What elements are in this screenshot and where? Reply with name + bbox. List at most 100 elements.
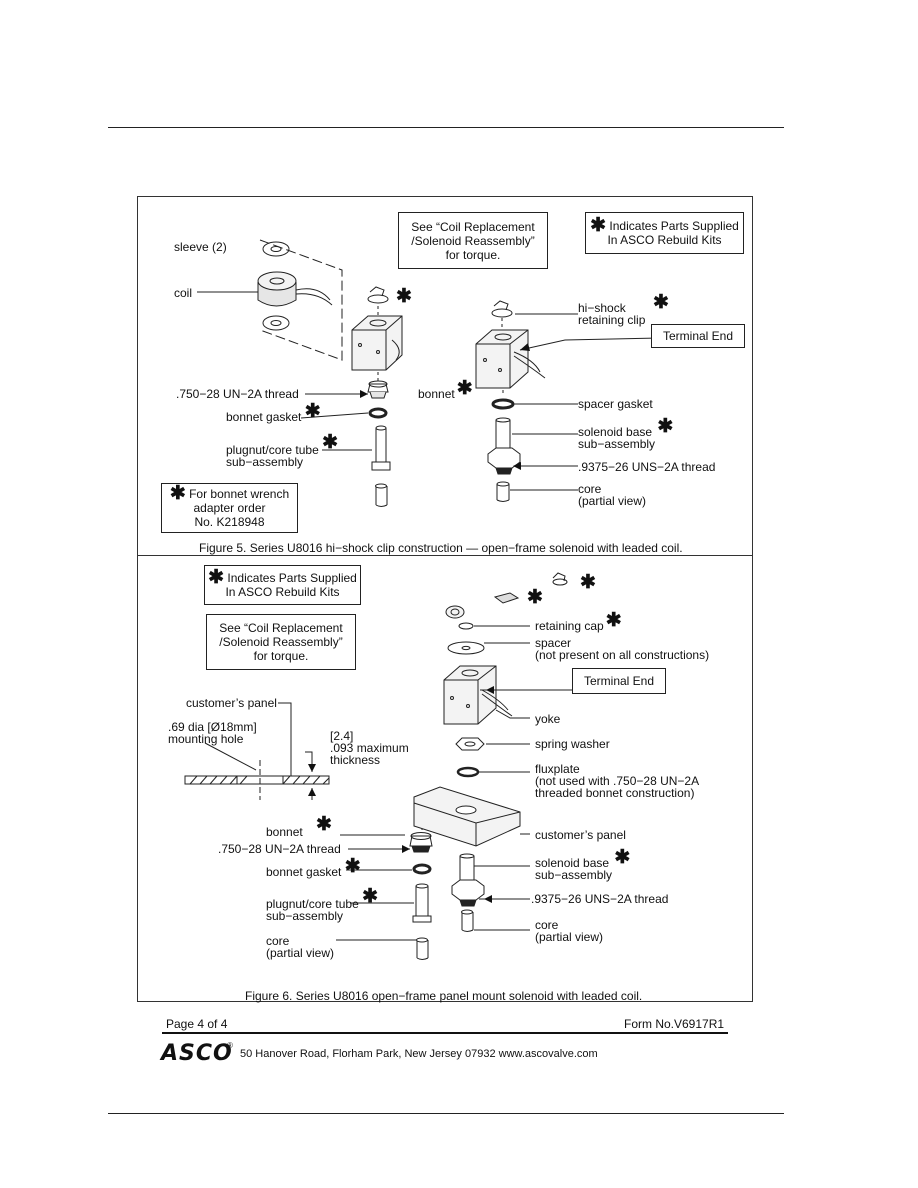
asco-logo: ASCO (161, 1041, 233, 1066)
top-rule (108, 127, 784, 128)
footer-address: 50 Hanover Road, Florham Park, New Jerse… (240, 1048, 598, 1060)
core-right-label-line2: (partial view) (535, 930, 604, 944)
plugnut-fig6-label-line2: sub−assembly (266, 909, 344, 923)
asterisk-icon: ✱ (208, 567, 225, 588)
thickness-label-line2: .093 maximum (330, 741, 409, 755)
wrench-note-fig5: ✱ For bonnet wrench adapter order No. K2… (161, 483, 298, 533)
core-label: core (partial view) (578, 483, 646, 507)
hishock-label: hi−shock ✱ retaining clip (578, 293, 669, 327)
dia-label: .69 dia [Ø18mm] mounting hole (168, 721, 257, 745)
bonnet-drawing-left (367, 380, 389, 399)
sleeve-drawing (262, 241, 290, 331)
asterisk-icon: ✱ (580, 572, 596, 593)
solenoid-base-label-line1: solenoid base (578, 425, 653, 439)
sleeve-label: sleeve (2) (174, 240, 227, 254)
thickness-label-line3: thickness (330, 753, 381, 767)
plugnut-fig6-label: plugnut/core tube ✱ sub−assembly (266, 887, 378, 923)
hishock-label-line1: hi−shock (578, 301, 626, 315)
spring-washer-fig6 (455, 737, 485, 751)
core-left-label-line2: (partial view) (266, 946, 335, 960)
kits-note-fig5: ✱ Indicates Parts Supplied In ASCO Rebui… (585, 212, 744, 254)
spring-washer-label: spring washer (535, 737, 610, 751)
spacer-label-line2: (not present on all constructions) (535, 648, 710, 662)
hishock-clip-right (491, 300, 513, 318)
asterisk-icon: ✱ (653, 292, 669, 313)
core-drawing-fig6-left (416, 937, 429, 960)
thread-750-fig6-label: .750−28 UN−2A thread (218, 842, 341, 856)
solenoid-base-label-line2: sub−assembly (578, 437, 656, 451)
torque-note-line3: for torque. (253, 649, 309, 663)
thread-9375-label: .9375−26 UNS−2A thread (578, 460, 716, 474)
asterisk-icon: ✱ (527, 587, 543, 608)
bonnet-drawing-fig6 (409, 832, 433, 853)
core-label-line2: (partial view) (578, 494, 647, 508)
retaining-cap-fig6 (445, 605, 465, 619)
figure-divider (137, 555, 753, 556)
bonnet-label: bonnet✱ (418, 379, 473, 400)
asterisk-icon: ✱ (396, 286, 412, 307)
hishock-label-line2: retaining clip (578, 313, 646, 327)
core-drawing-fig6-right (461, 909, 474, 932)
kits-note-line1: Indicates Parts Supplied (227, 571, 357, 585)
bonnet-fig6-label: bonnet ✱ (266, 815, 332, 839)
torque-note-line2: /Solenoid Reassembly” (411, 233, 535, 248)
yoke-drawing-right (475, 329, 546, 389)
footer-rule (162, 1032, 728, 1034)
core-left-label-line1: core (266, 934, 290, 948)
solenoid-base-label: solenoid base ✱ sub−assembly (578, 417, 673, 451)
bonnet-fig6-label-text: bonnet (266, 825, 303, 839)
asterisk-icon: ✱ (344, 856, 361, 877)
thickness-label-line1: [2.4] (330, 729, 354, 743)
torque-note-fig5: See “Coil Replacement /Solenoid Reassemb… (398, 212, 548, 269)
wrench-note-line1: For bonnet wrench (189, 487, 290, 501)
bonnet-gasket-label-text: bonnet gasket (226, 410, 302, 424)
plugnut-label-line2: sub−assembly (226, 455, 304, 469)
kits-note-line2: In ASCO Rebuild Kits (607, 233, 722, 247)
yoke-label: yoke (535, 712, 561, 726)
asterisk-icon: ✱ (169, 483, 186, 504)
asterisk-icon: ✱ (316, 814, 332, 835)
dia-label-line2: mounting hole (168, 732, 244, 746)
wrench-note-line3: No. K218948 (194, 515, 265, 529)
yoke-drawing-fig6 (443, 665, 513, 725)
asterisk-icon: ✱ (304, 401, 321, 422)
torque-note-line1: See “Coil Replacement (411, 219, 535, 234)
fluxplate-label: fluxplate (not used with .750−28 UN−2A t… (535, 763, 699, 799)
torque-note-line2: /Solenoid Reassembly” (219, 635, 343, 649)
torque-note-line1: See “Coil Replacement (219, 621, 343, 635)
customers-panel-right-label: customer’s panel (535, 828, 626, 842)
figure5-caption: Figure 5. Series U8016 hi−shock clip con… (199, 541, 683, 555)
figure-frame (137, 196, 753, 1002)
coil-label: coil (174, 286, 193, 300)
figure6-caption: Figure 6. Series U8016 open−frame panel … (245, 989, 643, 1003)
hishock-clip-left (367, 286, 389, 304)
thickness-label: [2.4] .093 maximum thickness (330, 730, 409, 766)
spacer-label: spacer (not present on all constructions… (535, 637, 709, 661)
kits-note-line2: In ASCO Rebuild Kits (225, 585, 340, 599)
yoke-drawing-left (351, 315, 403, 371)
torque-note-line3: for torque. (445, 247, 501, 262)
bonnet-gasket-fig6-label: bonnet gasket ✱ (266, 857, 361, 878)
plugnut-label: plugnut/core tube ✱ sub−assembly (226, 433, 338, 469)
wrench-note-line2: adapter order (193, 501, 266, 515)
terminal-end-fig6: Terminal End (572, 668, 666, 694)
coil-drawing (257, 271, 333, 307)
thread-750-label: .750−28 UN−2A thread (176, 387, 299, 401)
customers-panel-left-label: customer’s panel (186, 696, 277, 710)
core-right-label-line1: core (535, 918, 559, 932)
asterisk-icon: ✱ (590, 215, 607, 236)
asterisk-icon: ✱ (322, 432, 339, 453)
plugnut-drawing-fig6 (412, 883, 432, 923)
asterisk-icon: ✱ (362, 886, 379, 907)
clips-fig6 (493, 572, 568, 604)
core-drawing-right (496, 481, 510, 502)
core-drawing-left (375, 483, 388, 507)
plugnut-fig6-label-line1: plugnut/core tube (266, 897, 359, 911)
core-left-label: core (partial view) (266, 935, 334, 959)
plugnut-drawing-left (371, 425, 391, 471)
core-label-line1: core (578, 482, 602, 496)
terminal-end-fig5: Terminal End (651, 324, 745, 348)
asterisk-icon: ✱ (605, 610, 622, 631)
solenoid-base-fig6 (451, 853, 485, 907)
kits-note-line1: Indicates Parts Supplied (609, 219, 739, 233)
